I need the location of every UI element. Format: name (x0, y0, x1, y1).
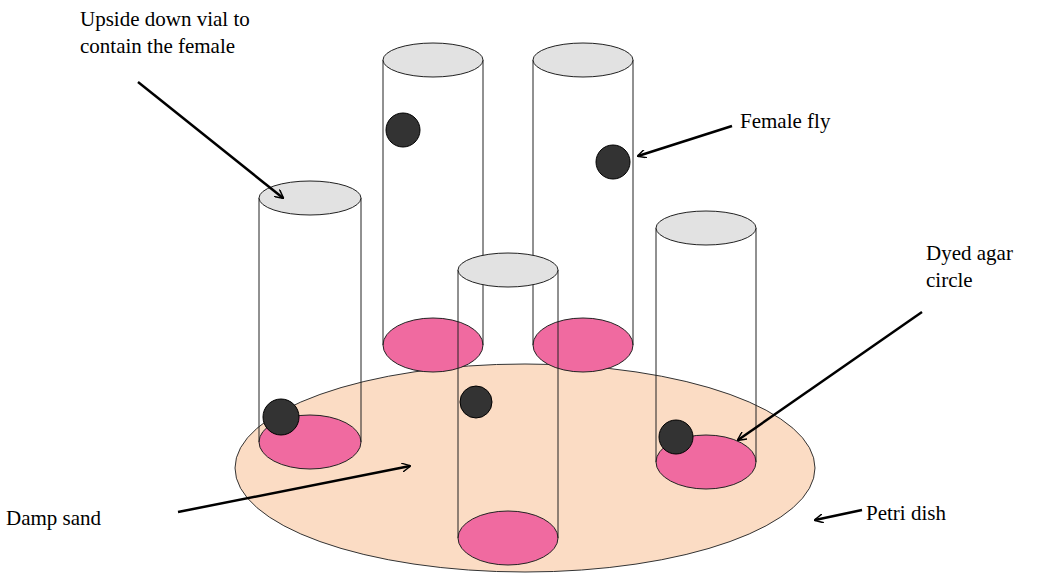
vial-back-left (383, 43, 483, 372)
flies (263, 113, 693, 454)
callout-label: Damp sand (6, 505, 136, 532)
vial-back-right (533, 43, 633, 372)
callout-label: Female fly (740, 108, 870, 135)
callout-label: Petri dish (866, 500, 996, 527)
callout-label: Upside down vial to contain the female (80, 6, 285, 61)
vial-center (458, 253, 558, 565)
vial-right (656, 211, 756, 489)
leader-arrows (138, 82, 922, 520)
callout-label: Dyed agar circle (926, 240, 1038, 295)
petri-dish (235, 364, 815, 572)
vial-left (259, 181, 361, 469)
